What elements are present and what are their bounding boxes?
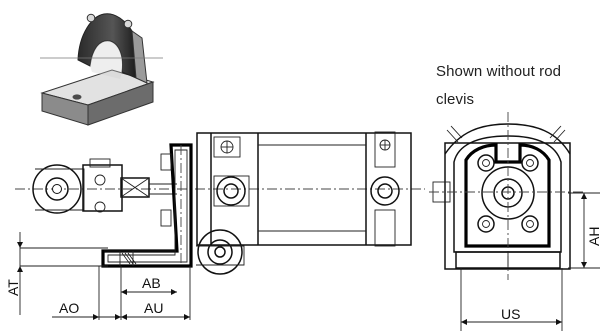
dimension-ah: AH — [568, 192, 602, 269]
dimension-us-label: US — [501, 306, 520, 322]
end-view-bolt-bottom-right — [521, 215, 539, 233]
clevis-pin-upper — [94, 174, 106, 186]
dimension-ao-arrow-left — [93, 314, 99, 320]
dimension-au-arrow-right — [184, 314, 190, 320]
clevis-eye-outer — [32, 164, 82, 214]
bracket-hatch — [121, 252, 137, 265]
lower-mounting-eye-inner — [214, 246, 226, 258]
end-view-bolt-top-right — [521, 154, 539, 172]
lower-mounting-eye-outer — [197, 229, 243, 275]
dimension-ah-arrow-top — [581, 193, 587, 199]
dimension-ab-arrow-right — [171, 289, 177, 295]
end-view-bolt-top-left — [477, 154, 495, 172]
dimension-ab-label: AB — [142, 275, 161, 291]
bracket-section-outline — [101, 143, 193, 268]
bracket-upper-hole-left — [86, 13, 96, 23]
dimension-us-arrow-right — [556, 319, 562, 325]
bracket-mount-hole — [72, 94, 82, 100]
clevis-eye-inner — [45, 177, 69, 201]
end-view-top-fittings — [446, 125, 566, 143]
right-port-outer — [370, 176, 400, 206]
dimension-ah-label: AH — [586, 227, 602, 246]
left-port-outer — [216, 176, 246, 206]
upper-fastener — [160, 153, 172, 171]
lower-fastener — [160, 209, 172, 227]
right-lower-block — [374, 209, 396, 247]
dimension-ao-arrow-right — [121, 314, 127, 320]
end-view — [429, 112, 586, 280]
dimension-au-label: AU — [144, 300, 163, 316]
left-top-port — [213, 136, 241, 158]
clevis-pin-lower — [94, 201, 106, 213]
clevis-body — [82, 164, 123, 212]
bracket-upper-hole-right — [123, 19, 133, 29]
lower-mounting-eye-mid — [207, 239, 233, 265]
bracket-3d-view — [40, 13, 163, 126]
dimension-ao-label: AO — [59, 300, 79, 316]
dimension-at: AT — [5, 232, 108, 315]
note-line-1: Shown without rod — [436, 63, 562, 80]
clevis-top-lug — [89, 158, 111, 168]
note-line-2: clevis — [436, 91, 475, 108]
end-view-bracket — [464, 143, 551, 248]
bracket-upright-plate — [77, 13, 137, 79]
dimension-ab-arrow-left — [121, 289, 127, 295]
bracket-base-side — [87, 81, 154, 126]
end-view-bolt-bottom-left — [477, 215, 495, 233]
end-view-body — [444, 142, 571, 270]
end-view-housing — [453, 135, 562, 253]
dimension-at-label: AT — [5, 279, 21, 296]
bracket-upright-edge — [131, 29, 148, 84]
right-top-port — [374, 131, 396, 168]
shown-without-rod-clevis-note: Shown without rod clevis — [436, 58, 596, 114]
dimension-at-arrow-top — [17, 242, 23, 248]
lower-mounting-block — [196, 245, 245, 266]
end-view-bolt-bottom-right-core — [526, 220, 534, 228]
dimension-au-arrow-left — [115, 314, 121, 320]
bracket-cutout — [90, 40, 123, 79]
cylinder-side-view — [196, 131, 412, 275]
end-view-top-arc — [444, 123, 571, 155]
dimension-us-arrow-left — [461, 319, 467, 325]
end-view-bolt-bottom-left-core — [482, 220, 490, 228]
side-bracket-section — [101, 143, 193, 268]
bracket-section-inner — [107, 149, 188, 263]
end-view-bolt-top-right-core — [526, 159, 534, 167]
rod-neck-cross-b — [120, 177, 150, 198]
left-port-inner — [223, 183, 239, 199]
dimension-at-arrow-bottom — [17, 266, 23, 272]
dimension-ao-au-ab: AO AU AB — [52, 266, 191, 320]
clevis-eye-center — [52, 184, 62, 194]
left-port-boss — [213, 175, 250, 207]
end-view-bolt-top-left-core — [482, 159, 490, 167]
clevis-outline — [35, 168, 85, 211]
rod-neck — [120, 177, 150, 198]
dimension-ah-arrow-bottom — [581, 262, 587, 268]
cylinder-outline — [196, 132, 412, 246]
dimension-us: US — [460, 268, 563, 331]
left-clevis-assembly — [32, 158, 177, 214]
right-port-inner — [377, 183, 393, 199]
